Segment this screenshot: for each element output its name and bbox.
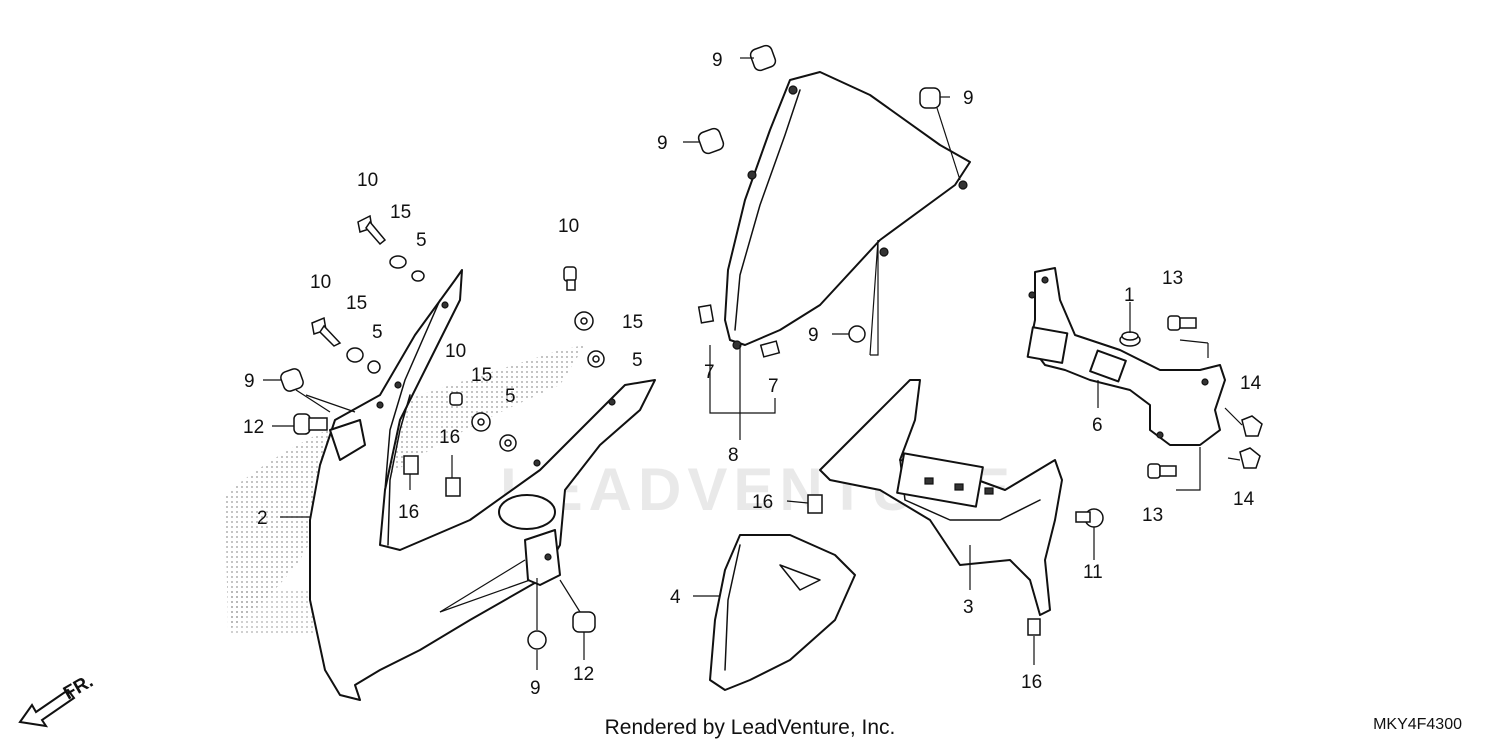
washer-icon — [389, 255, 407, 269]
collar-icon — [527, 630, 547, 650]
collar-icon — [848, 325, 866, 343]
callout-10: 10 — [445, 341, 466, 362]
callout-2: 2 — [257, 508, 268, 529]
callout-15: 15 — [471, 365, 492, 386]
callout-16: 16 — [398, 502, 419, 523]
callout-8: 8 — [728, 445, 739, 466]
callout-1: 1 — [1124, 285, 1135, 306]
callout-5: 5 — [632, 350, 643, 371]
collar-icon — [919, 87, 941, 109]
washer-icon — [367, 360, 381, 374]
screw-icon — [563, 266, 577, 291]
inner-panel-part — [819, 379, 1063, 616]
callout-4: 4 — [670, 587, 681, 608]
washer-icon — [587, 350, 605, 368]
cowl-stay-part — [1026, 267, 1226, 446]
callout-9: 9 — [244, 371, 255, 392]
callout-15: 15 — [622, 312, 643, 333]
front-cowl-part — [309, 269, 656, 701]
cap-nut-icon — [1241, 415, 1263, 437]
grommet-icon — [1119, 331, 1141, 347]
clip-nut-icon — [403, 455, 419, 475]
screw-icon — [449, 392, 463, 406]
collar-icon — [697, 127, 725, 155]
callout-11: 11 — [1083, 562, 1103, 583]
callout-labels: 1 2 3 4 5 5 5 5 6 7 7 8 9 9 9 9 9 9 10 1… — [243, 50, 1262, 699]
callout-9: 9 — [963, 88, 974, 109]
collar-icon — [280, 368, 304, 392]
washer-icon — [574, 311, 594, 331]
callout-14: 14 — [1233, 489, 1255, 510]
callout-5: 5 — [372, 322, 383, 343]
washer-icon — [471, 412, 491, 432]
flange-bolt-icon — [1147, 463, 1177, 479]
callout-13: 13 — [1162, 268, 1183, 289]
callout-14: 14 — [1240, 373, 1262, 394]
collar-icon — [749, 44, 777, 72]
rivet-icon — [1075, 508, 1104, 528]
windscreen-part — [724, 71, 971, 350]
callout-9: 9 — [657, 133, 668, 154]
bolt-icon — [293, 413, 328, 435]
diagram-code: MKY4F4300 — [1373, 716, 1462, 733]
callout-7: 7 — [704, 362, 715, 383]
screw-icon — [311, 316, 342, 347]
callout-15: 15 — [390, 202, 411, 223]
callout-10: 10 — [558, 216, 579, 237]
clip-icon — [759, 340, 781, 358]
callout-16: 16 — [1021, 672, 1042, 693]
callout-10: 10 — [310, 272, 331, 293]
callout-16: 16 — [439, 427, 460, 448]
clip-icon — [697, 304, 715, 324]
cap-nut-icon — [1239, 447, 1261, 469]
callout-16: 16 — [752, 492, 773, 513]
clip-nut-icon — [807, 494, 823, 514]
bolt-icon — [572, 611, 596, 633]
callout-13: 13 — [1142, 505, 1163, 526]
footer-credit: Rendered by LeadVenture, Inc. — [604, 716, 896, 739]
lower-panel-part — [709, 534, 856, 691]
callout-10: 10 — [357, 170, 378, 191]
callout-7: 7 — [768, 376, 779, 397]
leader-lines — [263, 57, 1243, 670]
callout-5: 5 — [416, 230, 427, 251]
callout-12: 12 — [243, 417, 264, 438]
washer-icon — [499, 434, 517, 452]
callout-9: 9 — [712, 50, 723, 71]
flange-bolt-icon — [1167, 315, 1197, 331]
callout-9: 9 — [530, 678, 541, 699]
callout-6: 6 — [1092, 415, 1103, 436]
callout-15: 15 — [346, 293, 367, 314]
callout-9: 9 — [808, 325, 819, 346]
washer-icon — [411, 270, 425, 282]
callout-5: 5 — [505, 386, 516, 407]
hardware-items — [280, 44, 1263, 650]
callout-12: 12 — [573, 664, 594, 685]
washer-icon — [346, 347, 364, 363]
screw-icon — [357, 214, 387, 246]
clip-nut-icon — [445, 477, 461, 497]
clip-nut-icon — [1027, 618, 1041, 636]
callout-3: 3 — [963, 597, 974, 618]
